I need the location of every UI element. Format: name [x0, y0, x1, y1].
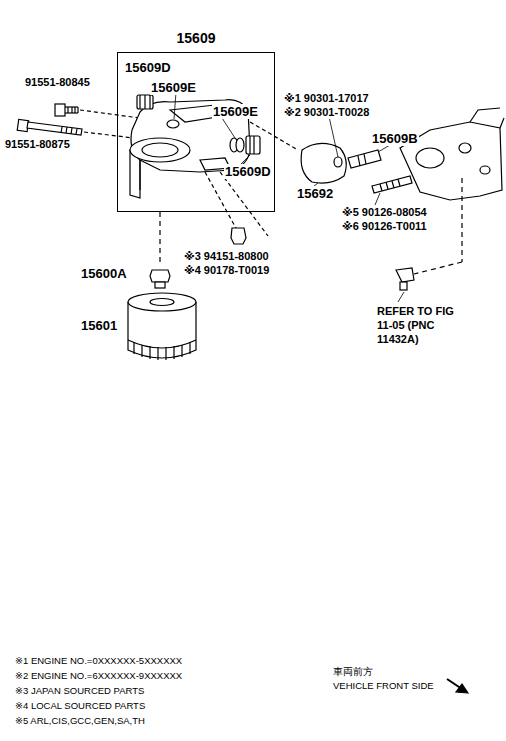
part-number: 15609E: [150, 80, 197, 95]
part-number: ※2 90301-T0028: [283, 106, 370, 119]
part-number: 91551-80875: [4, 138, 71, 151]
gasket: [301, 143, 346, 183]
part-number: 15609B: [371, 131, 419, 146]
part-number: ※1 90301-17017: [283, 92, 370, 105]
part-number: 15609D: [224, 164, 272, 179]
part-number: ※3 94151-80800: [183, 250, 270, 263]
group-frame: [117, 52, 275, 212]
bolt-long: [17, 119, 82, 135]
note-text: ※3 JAPAN SOURCED PARTS: [14, 685, 145, 697]
part-number: 15609D: [124, 60, 172, 75]
part-number: 15600A: [80, 266, 128, 281]
drain-plug: [231, 228, 246, 244]
oil-filter: [128, 293, 196, 360]
part-number: 15609E: [212, 104, 259, 119]
front-arrow: [447, 679, 468, 693]
plug: [230, 136, 260, 154]
part-number: 15601: [80, 318, 118, 333]
note-text: VEHICLE FRONT SIDE: [332, 680, 435, 692]
note-text: ※1 ENGINE NO.=0XXXXXX-5XXXXXX: [14, 655, 183, 667]
part-number: 91551-80845: [24, 76, 91, 89]
note-text: ※4 LOCAL SOURCED PARTS: [14, 700, 146, 712]
note-text: ※2 ENGINE NO.=6XXXXXX-9XXXXXX: [14, 670, 183, 682]
part-group-box: 15609: [117, 30, 275, 212]
union-fitting: [150, 270, 170, 288]
oil-pipe: [334, 150, 381, 168]
note-text: ※5 ARL,CIS,GCC,GEN,SA,TH: [14, 715, 146, 727]
engine-block: [400, 108, 504, 200]
part-number: REFER TO FIG 11-05 (PNC 11432A): [376, 304, 468, 346]
plug: [137, 95, 179, 128]
part-number: ※5 90126-08054: [341, 206, 428, 219]
part-number: ※4 90178-T0019: [183, 264, 270, 277]
part-number: 15692: [296, 186, 334, 201]
fitting: [396, 268, 414, 290]
part-number: ※6 90126-T0011: [341, 220, 428, 233]
stud-bolt: [372, 176, 412, 193]
note-text: 車両前方: [332, 666, 374, 678]
group-part-number: 15609: [117, 30, 275, 46]
bolt-short: [55, 104, 78, 116]
